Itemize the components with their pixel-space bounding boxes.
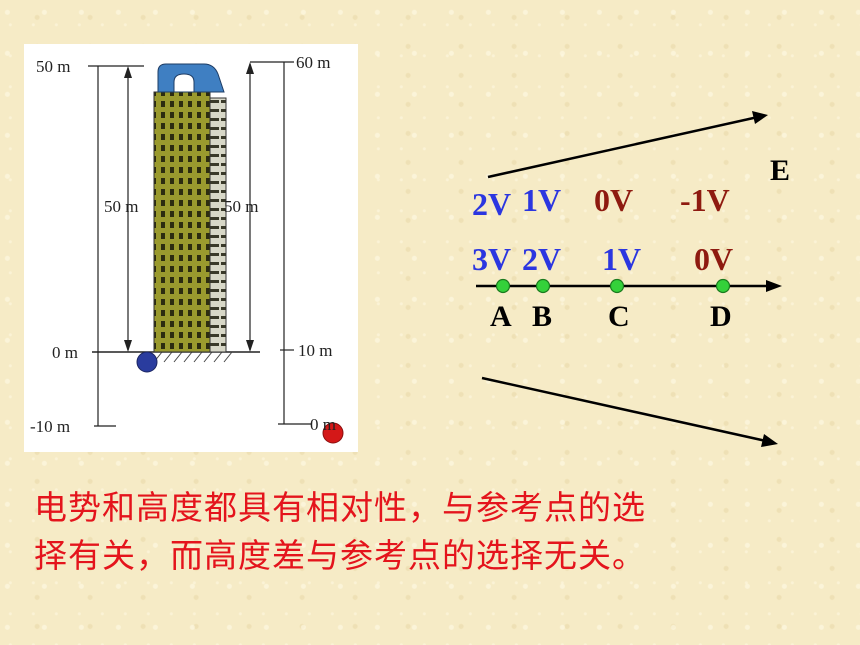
left-arrowhead-up [124,66,132,78]
field-label-e: E [770,154,791,187]
arrowhead-bottom [761,434,778,447]
building-front [153,91,211,353]
row2-d: 0V [694,241,734,277]
row1-c: 0V [594,182,634,218]
right-arrowhead-up [246,62,254,74]
row2-c: 1V [602,241,642,277]
label-b: B [532,300,553,333]
building-side [209,97,227,353]
point-d [715,278,731,294]
row1-d: -1V [680,182,730,218]
field-line-bottom [481,376,767,443]
point-b [535,278,551,294]
left-arrowhead-down [124,340,132,352]
left-label-bottom: -10 m [30,417,70,436]
left-label-zero: 0 m [52,343,78,362]
caption-line-2: 择有关，而高度差与参考点的选择无关。 [34,536,646,575]
reference-ball-ground [136,351,158,373]
building-svg: 50 m 50 m 0 m -10 m 60 m 50 m 10 m 0 m [30,53,344,444]
label-c: C [608,300,630,333]
label-a: A [490,300,512,333]
left-label-top: 50 m [36,57,70,76]
label-d: D [710,300,732,333]
right-label-zero: 0 m [310,415,336,434]
roof-arch [173,73,195,93]
point-a [495,278,511,294]
right-label-ten: 10 m [298,341,332,360]
caption: 电势和高度都具有相对性，与参考点的选 择有关，而高度差与参考点的选择无关。 [34,484,834,580]
row1-b: 1V [522,182,562,218]
building-figure: 50 m 50 m 0 m -10 m 60 m 50 m 10 m 0 m [24,44,358,452]
row2-b: 2V [522,241,562,277]
left-label-mid: 50 m [104,197,138,216]
right-label-top: 60 m [296,53,330,72]
row2-a: 3V [472,241,512,277]
caption-line-1: 电势和高度都具有相对性，与参考点的选 [34,488,646,527]
row1-a: 2V [472,186,512,222]
right-arrowhead-down [246,340,254,352]
arrowhead-top [752,111,768,124]
right-label-mid: 50 m [224,197,258,216]
point-c [609,278,625,294]
field-line-top [487,115,759,179]
arrowhead-middle [766,280,782,292]
reference-ball-lower [322,422,344,444]
